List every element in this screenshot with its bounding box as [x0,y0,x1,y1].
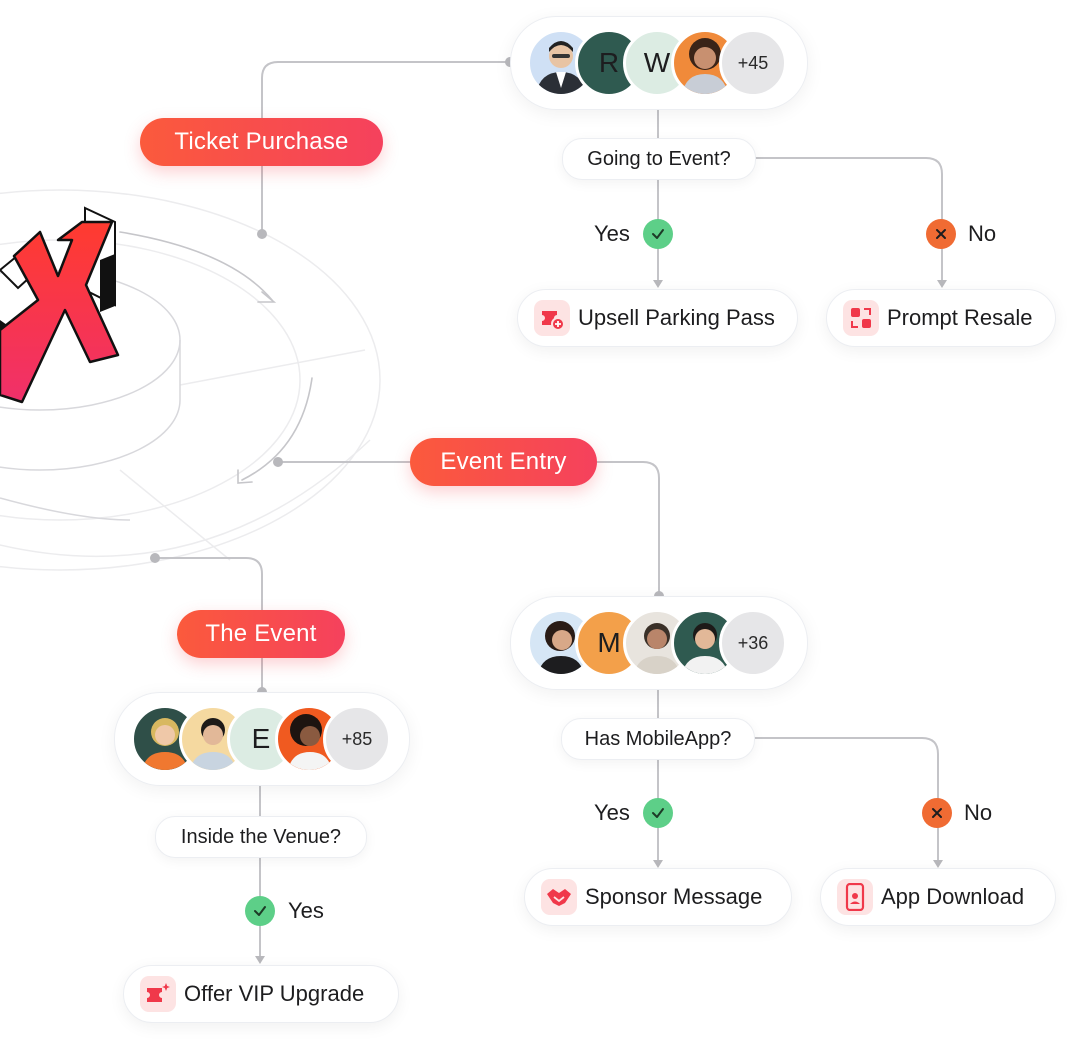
action-sponsor-message[interactable]: Sponsor Message [524,868,792,926]
yes-label: Yes [594,800,630,825]
action-label: Prompt Resale [887,305,1033,330]
stage-the-event[interactable]: The Event [177,610,345,658]
action-label: Offer VIP Upgrade [184,981,365,1006]
avatar-overflow-count: +85 [323,705,391,773]
ticket-sparkle-icon [140,976,176,1012]
no-label: No [964,800,993,825]
no-label: No [968,221,997,246]
cross-icon [922,798,952,828]
audience-group-ticket[interactable]: R W +45 [510,16,808,110]
audience-group-entry[interactable]: M +36 [510,596,808,690]
avatar-overflow-count: +45 [719,29,787,97]
action-upsell-parking-pass[interactable]: Upsell Parking Pass [517,289,798,347]
yes-label: Yes [288,898,324,923]
question-going-to-event[interactable]: Going to Event? [562,138,756,180]
ticket-plus-icon [534,300,570,336]
stage-ticket-purchase[interactable]: Ticket Purchase [140,118,383,166]
stage-event-entry[interactable]: Event Entry [410,438,597,486]
action-label: Sponsor Message [585,884,763,909]
check-icon [643,798,673,828]
avatar-overflow-count: +36 [719,609,787,677]
resale-icon [843,300,879,336]
yes-label: Yes [594,221,630,246]
check-icon [245,896,275,926]
question-has-mobile-app[interactable]: Has MobileApp? [561,718,755,760]
action-label: Upsell Parking Pass [578,305,775,330]
action-app-download[interactable]: App Download [820,868,1056,926]
brand-x-logo [0,206,120,404]
question-inside-venue[interactable]: Inside the Venue? [155,816,367,858]
action-prompt-resale[interactable]: Prompt Resale [826,289,1056,347]
audience-group-event[interactable]: E +85 [114,692,410,786]
cross-icon [926,219,956,249]
action-label: App Download [881,884,1025,909]
action-offer-vip-upgrade[interactable]: Offer VIP Upgrade [123,965,399,1023]
check-icon [643,219,673,249]
phone-icon [837,879,873,915]
handshake-icon [541,879,577,915]
